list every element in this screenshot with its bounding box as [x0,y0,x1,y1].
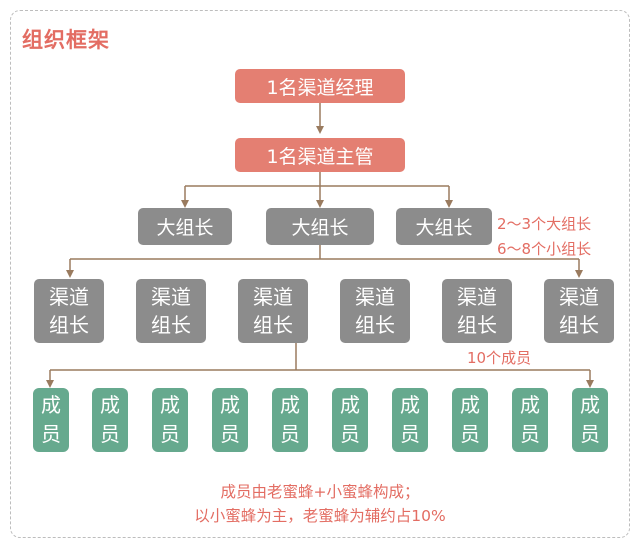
channel-leader-line1: 渠道 [253,285,293,309]
manager-box: 1名渠道经理 [235,69,405,103]
channel-leader-line2: 组长 [253,313,293,337]
channel-leader-box: 渠道 组长 [442,279,512,343]
note-members-count: 10个成员 [467,349,532,367]
channel-leader-box: 渠道 组长 [544,279,614,343]
member-line2: 员 [220,422,240,446]
member-box: 成 员 [332,388,368,452]
member-line2: 员 [160,422,180,446]
member-box: 成 员 [272,388,308,452]
member-line1: 成 [520,393,540,417]
member-line2: 员 [100,422,120,446]
big-leader-box: 大组长 [396,208,492,245]
big-leader-box: 大组长 [138,208,232,245]
channel-leader-box: 渠道 组长 [136,279,206,343]
channel-leader-line2: 组长 [49,313,89,337]
footer-note-line2: 以小蜜蜂为主，老蜜蜂为辅约占10% [194,507,446,525]
channel-leader-line1: 渠道 [151,285,191,309]
member-line2: 员 [460,422,480,446]
channel-leader-line2: 组长 [355,313,395,337]
channel-leader-line2: 组长 [457,313,497,337]
member-box: 成 员 [572,388,608,452]
channel-leader-line2: 组长 [151,313,191,337]
member-box: 成 员 [392,388,428,452]
member-line1: 成 [340,393,360,417]
channel-leader-line1: 渠道 [355,285,395,309]
channel-leader-line1: 渠道 [559,285,599,309]
member-line1: 成 [41,393,61,417]
member-box: 成 员 [152,388,188,452]
member-line1: 成 [220,393,240,417]
member-line1: 成 [460,393,480,417]
channel-leader-box: 渠道 组长 [34,279,104,343]
member-line2: 员 [520,422,540,446]
diagram-frame [10,10,630,538]
note-big-leaders-count: 2～3个大组长 [497,215,592,233]
member-box: 成 员 [33,388,69,452]
channel-leader-box: 渠道 组长 [340,279,410,343]
supervisor-box: 1名渠道主管 [235,138,405,172]
member-line1: 成 [280,393,300,417]
member-line2: 员 [580,422,600,446]
member-box: 成 员 [212,388,248,452]
member-box: 成 员 [512,388,548,452]
footer-note-line1: 成员由老蜜蜂+小蜜蜂构成； [220,483,420,501]
channel-leader-line1: 渠道 [49,285,89,309]
member-line1: 成 [580,393,600,417]
diagram-title: 组织框架 [22,28,110,52]
member-line2: 员 [400,422,420,446]
member-line1: 成 [400,393,420,417]
member-line2: 员 [41,422,61,446]
member-line1: 成 [100,393,120,417]
note-small-leaders-count: 6～8个小组长 [497,240,592,258]
member-line2: 员 [340,422,360,446]
member-line1: 成 [160,393,180,417]
member-box: 成 员 [452,388,488,452]
member-box: 成 员 [92,388,128,452]
channel-leader-line1: 渠道 [457,285,497,309]
channel-leader-line2: 组长 [559,313,599,337]
channel-leader-box: 渠道 组长 [238,279,308,343]
member-line2: 员 [280,422,300,446]
big-leader-box: 大组长 [266,208,374,245]
